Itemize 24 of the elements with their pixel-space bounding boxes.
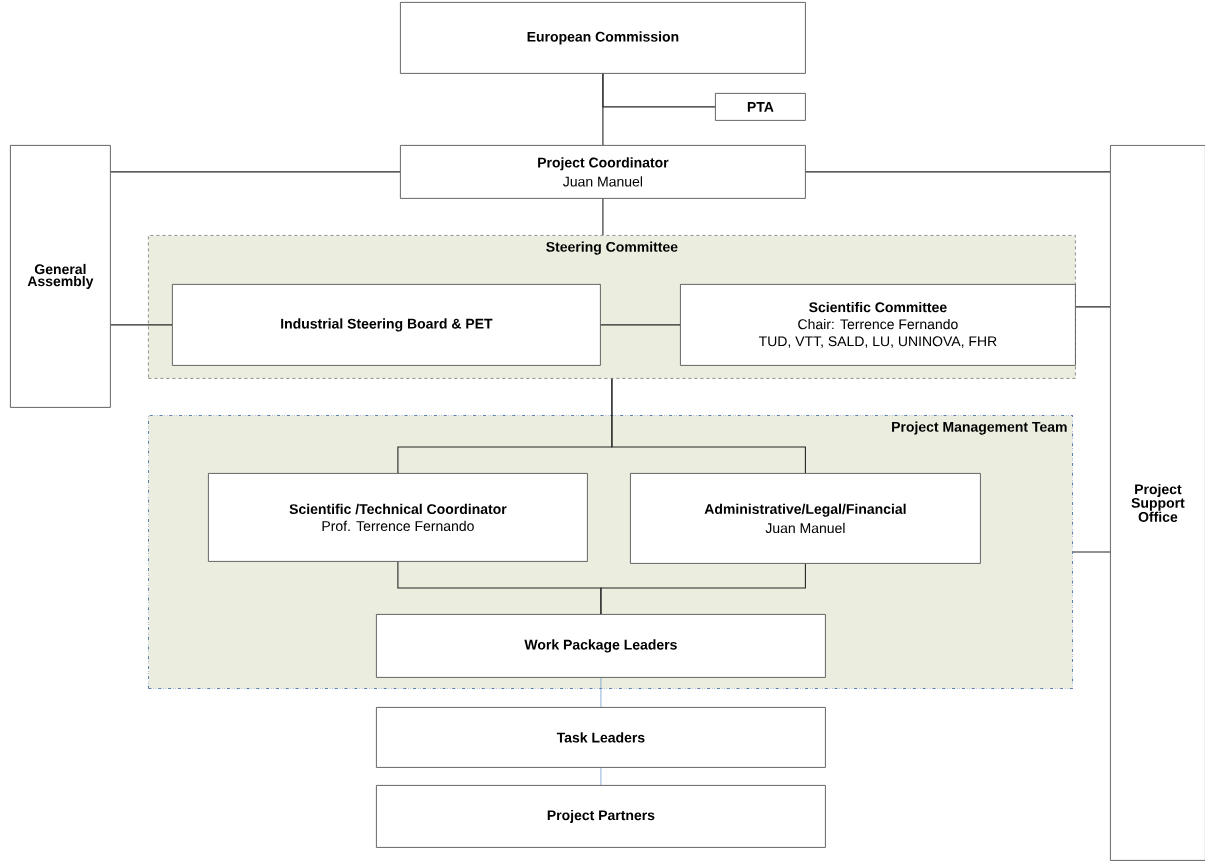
org-box: Project Coordinator Juan Manuel	[400, 145, 806, 199]
org-box: Task Leaders	[376, 707, 826, 768]
org-box: Work Package Leaders	[376, 614, 826, 678]
org-box: General Assembly	[10, 145, 111, 408]
org-box: Scientific /Technical Coordinator Prof. Terrence Fernando	[208, 473, 588, 562]
org-box: Administrative/Legal/Financial Juan Manuel	[630, 473, 981, 564]
connector-line	[110, 171, 401, 173]
connector-line	[602, 198, 604, 236]
org-box: Project Partners	[376, 785, 826, 848]
org-box: Industrial Steering Board & PET	[172, 284, 601, 366]
connector-line	[600, 767, 602, 786]
connector-line	[805, 171, 1111, 173]
connector-line	[600, 563, 806, 615]
connector-line	[602, 73, 716, 108]
org-box: Scientific Committee Chair: Terrence Fernando TUD, VTT, SALD, LU, UNINOVA, FHR	[680, 284, 1076, 366]
connector-line	[1075, 306, 1111, 308]
connector-line	[1072, 551, 1111, 553]
org-box: European Commission	[400, 2, 806, 74]
connector-line	[600, 324, 681, 326]
org-box: PTA	[715, 93, 806, 121]
connector-line	[611, 378, 806, 474]
connector-line	[600, 677, 602, 708]
org-box: Project Support Office	[1110, 145, 1205, 861]
connector-line	[110, 324, 173, 326]
